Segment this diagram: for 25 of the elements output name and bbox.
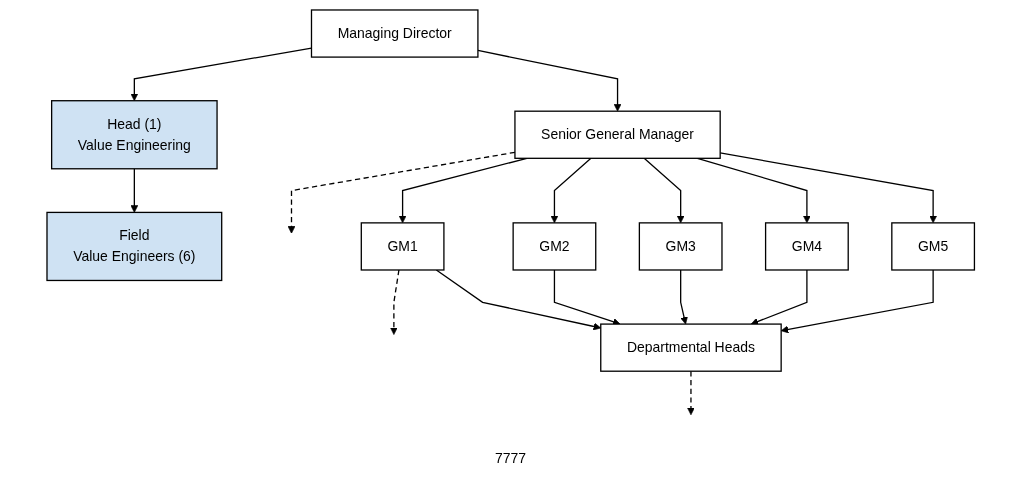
arrow — [750, 268, 808, 325]
arrow — [130, 167, 138, 213]
arrow — [435, 268, 601, 330]
node-box: Departmental Heads — [599, 322, 782, 372]
arrow — [686, 370, 695, 415]
arrow — [550, 157, 592, 223]
node-box: Managing Director — [310, 8, 479, 58]
arrow — [780, 268, 934, 333]
arrow — [696, 157, 811, 223]
arrow — [719, 151, 937, 223]
note-text: 7777 — [494, 450, 527, 466]
node-box: Field Value Engineers (6) — [46, 211, 223, 281]
node-box: GM1 — [360, 221, 445, 271]
arrow — [389, 268, 400, 335]
node-box: GM4 — [764, 221, 849, 271]
node-box: GM3 — [638, 221, 723, 271]
node-box: Head (1) Value Engineering — [50, 99, 218, 169]
arrow — [477, 49, 622, 112]
arrow — [130, 46, 312, 101]
arrow — [643, 157, 685, 223]
node-box: GM5 — [890, 221, 975, 271]
node-box: Senior General Manager — [514, 110, 721, 159]
node-box: GM2 — [512, 221, 597, 271]
arrow — [398, 157, 528, 223]
arrow — [679, 268, 688, 324]
